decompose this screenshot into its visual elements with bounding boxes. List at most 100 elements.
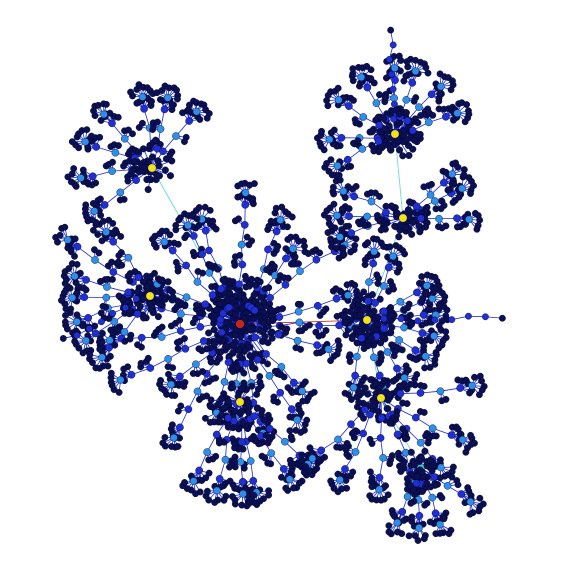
graph-node [210,326,218,334]
graph-node [207,403,214,410]
graph-node [386,390,394,398]
graph-node [465,312,472,320]
graph-node [260,416,268,424]
graph-node [265,491,273,499]
graph-node [120,328,129,336]
graph-node [226,463,233,471]
graph-node [192,490,199,498]
graph-node [264,360,271,368]
graph-node [419,311,428,319]
graph-node [217,285,225,293]
graph-node [193,301,200,309]
graph-node [447,431,456,439]
graph-node [221,455,230,464]
graph-node [211,499,219,506]
graph-node [107,369,115,377]
graph-node [400,306,408,314]
graph-node [189,477,198,485]
graph-node [426,190,435,199]
graph-node [374,137,383,146]
graph-node [253,390,261,398]
graph-node [435,223,442,231]
graph-node [168,157,176,165]
graph-node [357,334,366,342]
graph-node [350,192,358,201]
graph-node [203,448,211,456]
graph-node [339,244,347,252]
graph-node [366,468,374,476]
graph-node [360,288,368,296]
graph-node [291,253,299,261]
graph-node [387,26,395,34]
graph-node [349,383,358,392]
graph-node [450,116,457,124]
graph-node [82,276,90,284]
graph-node [403,400,411,408]
graph-node [154,313,162,321]
graph-node [134,273,143,282]
graph-node [345,102,353,110]
graph-node [351,281,359,289]
graph-node [374,212,381,219]
graph-node [215,475,224,483]
graph-node [82,201,90,209]
graph-node [282,254,290,263]
graph-node [412,356,420,363]
graph-node [416,336,424,344]
graph-node [152,136,159,144]
graph-node [246,457,255,465]
graph-node [364,297,372,305]
graph-node [221,404,229,412]
graph-node [422,290,430,298]
graph-node [408,79,417,87]
graph-node [440,178,448,187]
graph-node [372,99,381,107]
graph-node [248,382,256,390]
graph-node [285,475,294,484]
graph-node [393,209,401,217]
graph-node [394,268,401,276]
graph-node [462,448,470,456]
graph-node [418,273,426,280]
graph-node [238,260,247,269]
graph-node [90,207,99,215]
graph-node [498,314,506,322]
graph-node [244,399,252,407]
graph-node [380,377,388,385]
graph-node [448,316,456,323]
nodes-layer [52,26,506,544]
graph-node [272,204,280,212]
graph-node [176,327,185,335]
graph-node [201,379,209,387]
graph-node [431,316,439,324]
graph-node [108,167,116,175]
graph-node [367,76,375,84]
graph-node [382,208,390,216]
graph-node [435,214,443,223]
graph-node [164,363,172,371]
graph-node [333,162,342,170]
graph-node [163,94,172,102]
graph-node [139,278,147,286]
graph-node [236,251,244,259]
graph-node [461,118,469,126]
graph-node [401,250,409,258]
graph-node [367,197,376,206]
graph-node [68,293,77,302]
graph-node [212,430,221,439]
graph-node [245,241,253,249]
graph-node [205,456,213,464]
graph-node [77,174,85,182]
graph-node [281,281,290,289]
graph-node [181,479,188,486]
graph-node [264,322,272,330]
graph-node [115,258,122,266]
graph-node [238,501,246,509]
graph-node [422,281,431,290]
graph-node [116,376,125,384]
graph-node [195,345,203,353]
graph-node [86,351,94,359]
graph-node [205,469,213,477]
graph-node [157,377,164,384]
graph-node [127,88,134,96]
